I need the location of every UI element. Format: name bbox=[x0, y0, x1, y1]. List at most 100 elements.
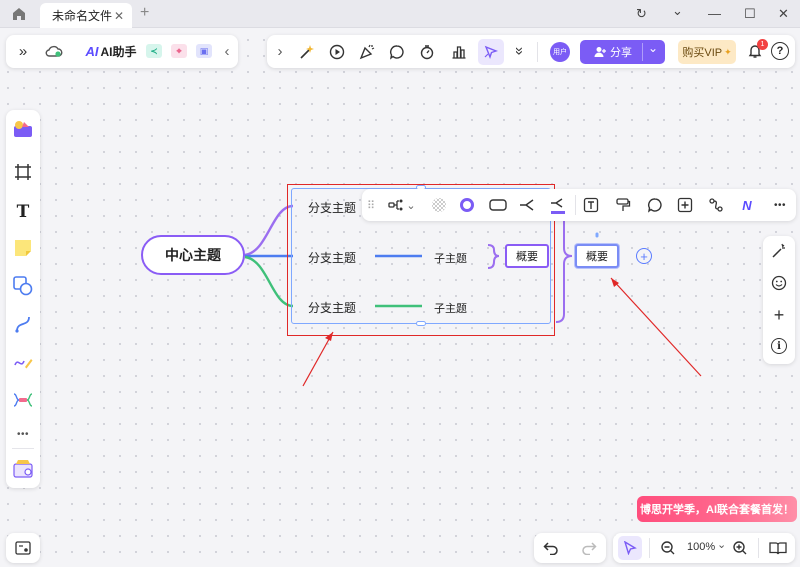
structure-icon[interactable] bbox=[386, 195, 406, 215]
add-node-icon[interactable]: + bbox=[636, 248, 652, 264]
sticky-note-icon[interactable] bbox=[13, 238, 33, 258]
minimize-icon[interactable]: — bbox=[708, 6, 721, 21]
ai-logo-icon: AI bbox=[85, 43, 99, 59]
shape-tool-icon[interactable] bbox=[13, 276, 33, 296]
mindmap-tool-icon[interactable] bbox=[13, 390, 33, 410]
info-icon[interactable]: i bbox=[771, 338, 787, 354]
mindmap-plugin-icon[interactable]: ≺ bbox=[146, 44, 162, 58]
subtopic-3[interactable]: 子主题 bbox=[434, 303, 467, 315]
select-pointer-icon[interactable] bbox=[618, 536, 642, 560]
node-format-toolbar: ⠿ ⌄ N ••• bbox=[362, 189, 796, 221]
tab-close-icon[interactable]: ✕ bbox=[113, 9, 124, 23]
vip-label: 购买VIP bbox=[682, 47, 723, 59]
zoom-out-icon[interactable] bbox=[659, 539, 677, 557]
buy-vip-button[interactable]: 购买VIP ✦ bbox=[678, 40, 736, 64]
border-color-icon[interactable] bbox=[458, 196, 476, 214]
line-style-icon[interactable] bbox=[517, 196, 537, 214]
fill-transparent-icon[interactable] bbox=[430, 196, 448, 214]
zoom-divider bbox=[649, 538, 650, 558]
shape-icon[interactable] bbox=[488, 196, 508, 214]
tab-title: 未命名文件 bbox=[52, 9, 113, 23]
ai-assistant-button[interactable]: AI AI助手 bbox=[82, 42, 140, 60]
collapse-plugins-icon[interactable]: ‹ bbox=[224, 42, 230, 60]
history-panel bbox=[534, 533, 606, 563]
frame-icon[interactable] bbox=[13, 162, 33, 182]
minimap-panel bbox=[6, 533, 40, 563]
add-user-icon bbox=[594, 47, 606, 57]
zoom-panel: 100% ⌄ bbox=[613, 533, 795, 563]
pen-tool-icon[interactable] bbox=[13, 352, 33, 372]
promo-banner[interactable]: 博思开学季，AI联合套餐首发！ bbox=[637, 496, 797, 522]
structure-dropdown-icon[interactable]: ⌄ bbox=[406, 199, 416, 212]
text-box-icon[interactable] bbox=[582, 196, 600, 214]
branch-topic-3[interactable]: 分支主题 bbox=[308, 301, 357, 315]
flowchart-plugin-icon[interactable]: ⌖ bbox=[171, 44, 187, 58]
right-toolbar: + i bbox=[763, 236, 795, 364]
collapse-panel-icon[interactable]: » bbox=[18, 42, 28, 60]
chat-plugin-icon[interactable]: ▣ bbox=[196, 44, 212, 58]
zoom-in-icon[interactable] bbox=[731, 539, 749, 557]
more-options-icon[interactable]: ••• bbox=[773, 199, 786, 211]
new-tab-icon[interactable]: + bbox=[140, 4, 150, 21]
float-divider bbox=[575, 195, 576, 215]
center-topic-node[interactable]: 中心主题 bbox=[141, 235, 245, 275]
share-divider bbox=[642, 43, 643, 61]
maximize-icon[interactable]: ☐ bbox=[744, 6, 756, 21]
zoom-level[interactable]: 100% bbox=[687, 541, 716, 553]
emoji-icon[interactable] bbox=[770, 274, 788, 292]
celebrate-icon[interactable] bbox=[357, 42, 377, 62]
laser-pointer-icon[interactable] bbox=[478, 39, 504, 65]
connector-tool-icon[interactable] bbox=[13, 314, 33, 334]
avatar-label: 用户 bbox=[550, 42, 570, 62]
undo-icon[interactable] bbox=[542, 539, 560, 557]
template-icon[interactable] bbox=[13, 119, 33, 139]
insert-element-icon[interactable] bbox=[676, 196, 694, 214]
text-tool-icon[interactable]: T bbox=[16, 202, 30, 222]
expand-toolbar-icon[interactable]: › bbox=[277, 42, 283, 60]
book-view-icon[interactable] bbox=[769, 539, 787, 557]
add-icon[interactable]: + bbox=[773, 304, 785, 325]
ai-assistant-label: AI助手 bbox=[100, 44, 137, 59]
user-avatar[interactable]: 用户 bbox=[550, 42, 570, 62]
vote-icon[interactable] bbox=[449, 42, 469, 62]
share-button[interactable]: 分享 ⌄ bbox=[580, 40, 665, 64]
branch-line-color-icon[interactable] bbox=[548, 194, 568, 216]
tab-untitled-file[interactable]: 未命名文件 ✕ bbox=[40, 3, 132, 28]
share-dropdown-icon[interactable]: ⌄ bbox=[648, 41, 659, 55]
comment-icon[interactable] bbox=[387, 42, 407, 62]
resize-handle-bottom[interactable] bbox=[416, 321, 426, 326]
main-toolbar: › » 用户 分享 ⌄ 购买VIP ✦ 1 ? bbox=[267, 35, 795, 68]
magic-wand-icon[interactable] bbox=[297, 42, 317, 62]
window-dropdown-icon[interactable]: ⌄ bbox=[672, 3, 683, 18]
branch-topic-1[interactable]: 分支主题 bbox=[308, 201, 357, 215]
zoom-dropdown-icon[interactable]: ⌄ bbox=[717, 539, 727, 551]
title-bar bbox=[0, 0, 800, 28]
summary-node-outer[interactable]: 概要 bbox=[575, 244, 619, 268]
node-comment-icon[interactable] bbox=[646, 196, 664, 214]
branch-topic-2[interactable]: 分支主题 bbox=[308, 251, 357, 265]
close-window-icon[interactable]: ✕ bbox=[778, 6, 789, 21]
app-store-icon[interactable] bbox=[13, 458, 33, 478]
redo-icon[interactable] bbox=[580, 539, 598, 557]
share-label: 分享 bbox=[610, 47, 632, 59]
refresh-icon[interactable]: ↻ bbox=[636, 6, 647, 21]
ai-node-icon[interactable]: N bbox=[742, 197, 752, 213]
format-painter-icon[interactable] bbox=[614, 196, 632, 214]
left-toolbar: T ••• bbox=[6, 110, 40, 488]
cloud-sync-icon[interactable] bbox=[44, 42, 64, 60]
magic-select-icon[interactable] bbox=[770, 242, 788, 260]
timer-icon[interactable] bbox=[417, 42, 437, 62]
notification-bell-icon[interactable]: 1 bbox=[746, 39, 768, 60]
more-tools-ellipsis-icon[interactable]: ••• bbox=[16, 428, 29, 440]
left-header-panel: » AI AI助手 ≺ ⌖ ▣ ‹ bbox=[6, 35, 238, 68]
relation-line-icon[interactable] bbox=[707, 196, 725, 214]
minimap-icon[interactable] bbox=[14, 539, 32, 557]
home-icon[interactable] bbox=[10, 5, 28, 23]
help-icon[interactable]: ? bbox=[771, 42, 789, 60]
drag-handle-icon[interactable]: ⠿ bbox=[366, 199, 376, 212]
play-icon[interactable] bbox=[327, 42, 347, 62]
sparkle-icon: ✦ bbox=[724, 46, 732, 57]
subtopic-2[interactable]: 子主题 bbox=[434, 253, 467, 265]
summary-node-inner[interactable]: 概要 bbox=[505, 244, 549, 268]
